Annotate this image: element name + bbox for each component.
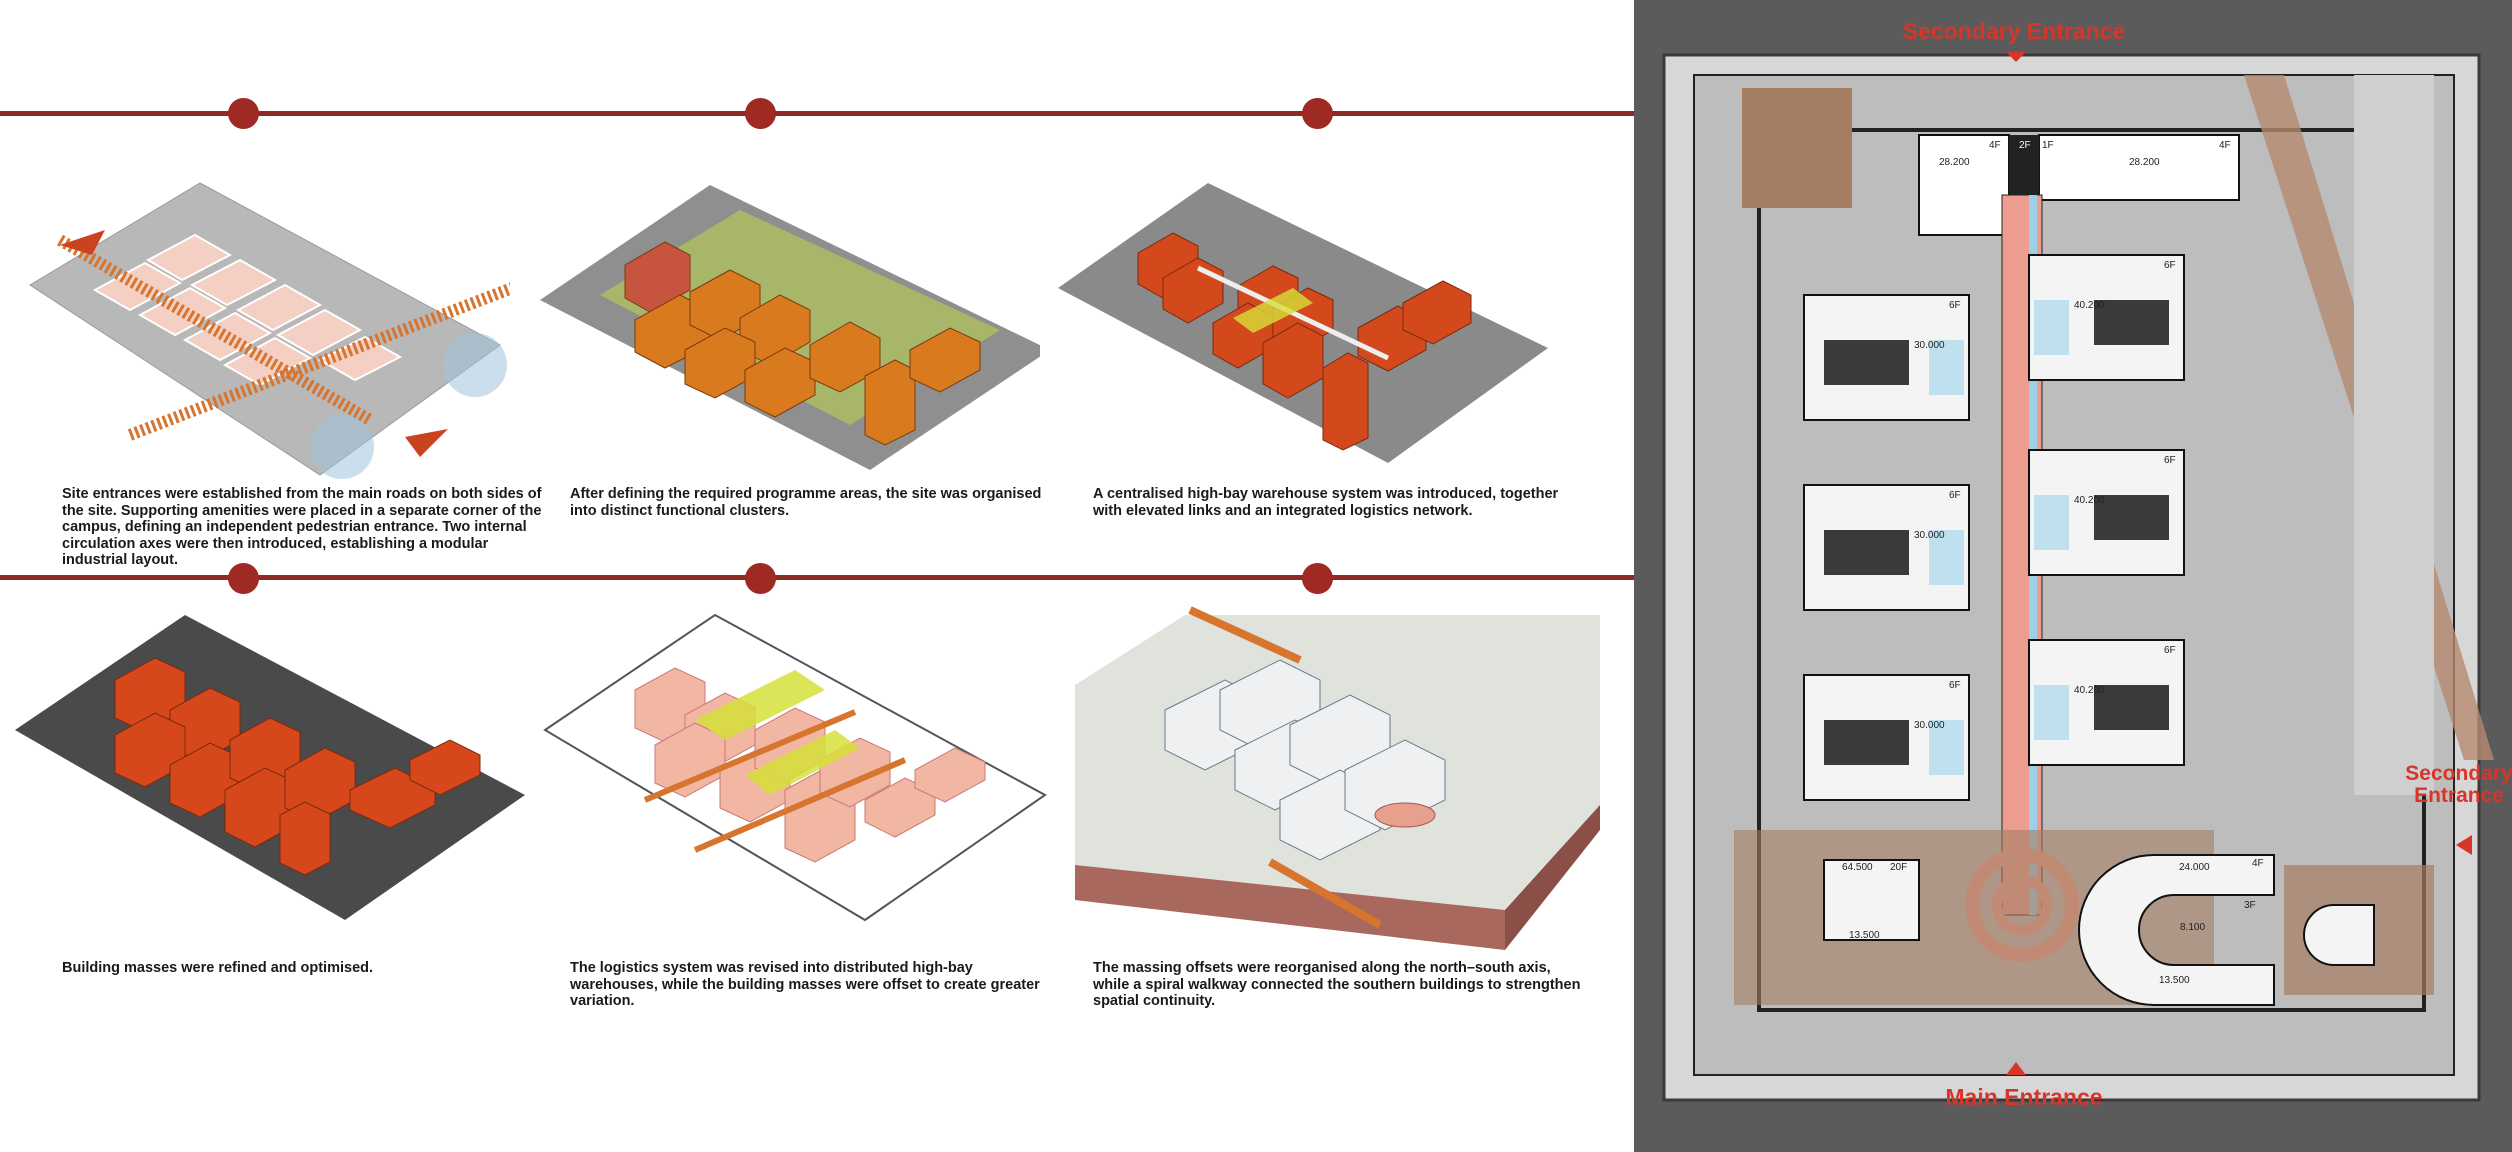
timeline-top (0, 111, 1634, 116)
caption-step-1: Site entrances were established from the… (62, 486, 542, 568)
timeline-marker-4 (228, 563, 259, 594)
diagram-step-3 (1058, 183, 1548, 463)
tag-south-west-low-elevation: 13.500 (1849, 930, 1880, 941)
timeline-marker-3 (1302, 98, 1333, 129)
label-main-entrance: Main Entrance (1945, 1084, 2103, 1110)
tag-curved-floors: 4F (2252, 858, 2264, 869)
tag-curved-inner-floors: 3F (2244, 900, 2256, 911)
timeline-bottom (0, 575, 1634, 580)
caption-step-6: The massing offsets were reorganised alo… (1093, 960, 1581, 1009)
label-secondary-entrance-right: Secondary Entrance (2405, 762, 2512, 807)
tag-curved-elevation: 24.000 (2179, 862, 2210, 873)
label-secondary-entrance-top: Secondary Entrance (1902, 18, 2126, 44)
tag-top-mid-floors: 1F (2042, 140, 2054, 151)
diagram-step-6 (1075, 606, 1600, 950)
caption-step-5: The logistics system was revised into di… (570, 960, 1040, 1009)
tag-block-e3-elevation: 40.200 (2074, 685, 2105, 696)
tag-top-right-elevation: 28.200 (2129, 157, 2160, 168)
tag-block-w3-elevation: 30.000 (1914, 720, 1945, 731)
tag-top-left-floors: 4F (1989, 140, 2001, 151)
timeline-marker-1 (228, 98, 259, 129)
caption-step-4: Building masses were refined and optimis… (62, 960, 374, 976)
tag-top-link-floors: 2F (2019, 140, 2031, 151)
tag-block-e2-floors: 6F (2164, 455, 2176, 466)
timeline-marker-5 (745, 563, 776, 594)
diagram-step-5 (543, 613, 1047, 922)
timeline-marker-6 (1302, 563, 1333, 594)
tag-block-w3-floors: 6F (1949, 680, 1961, 691)
tag-curved-inner-elevation: 8.100 (2180, 922, 2206, 933)
site-plan-drawing (1634, 0, 2512, 1152)
tag-block-w2-floors: 6F (1949, 490, 1961, 501)
tag-block-w2-elevation: 30.000 (1914, 530, 1945, 541)
site-plan: Secondary Entrance Secondary Entrance Ma… (1634, 0, 2512, 1152)
tag-block-e3-floors: 6F (2164, 645, 2176, 656)
timeline-marker-2 (745, 98, 776, 129)
diagram-step-4 (15, 615, 525, 920)
tag-block-e1-floors: 6F (2164, 260, 2176, 271)
tag-south-west-floors: 20F (1890, 862, 1908, 873)
tag-south-west-elevation: 64.500 (1842, 862, 1873, 873)
tag-block-w1-floors: 6F (1949, 300, 1961, 311)
diagram-step-2 (540, 185, 1040, 470)
tag-top-left-elevation: 28.200 (1939, 157, 1970, 168)
caption-step-2: After defining the required programme ar… (570, 486, 1042, 519)
tag-curved-low-elevation: 13.500 (2159, 975, 2190, 986)
caption-step-3: A centralised high-bay warehouse system … (1093, 486, 1559, 519)
tag-block-w1-elevation: 30.000 (1914, 340, 1945, 351)
tag-top-right-floors: 4F (2219, 140, 2231, 151)
tag-block-e2-elevation: 40.200 (2074, 495, 2105, 506)
tag-block-e1-elevation: 40.200 (2074, 300, 2105, 311)
diagram-step-1 (29, 182, 510, 479)
